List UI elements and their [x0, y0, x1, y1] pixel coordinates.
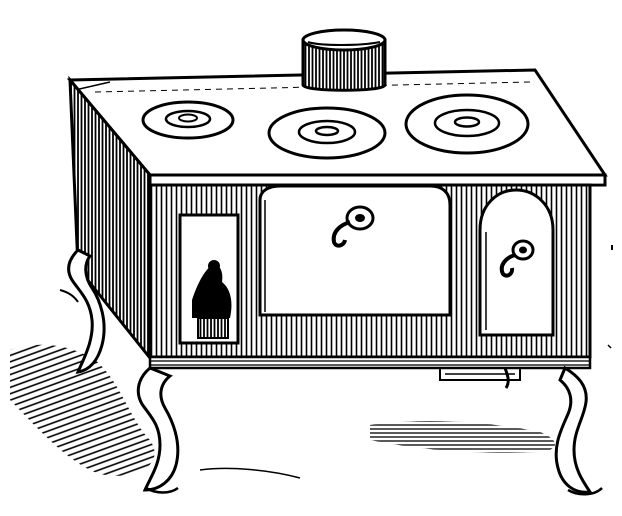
oven-door [258, 184, 452, 317]
burner-left [141, 100, 235, 140]
fire-door [178, 213, 240, 345]
leg-front-left [136, 366, 180, 494]
leg-back-right [503, 367, 510, 389]
oven-door-handle [331, 205, 375, 248]
leg-back-left [59, 248, 106, 374]
side-oven-door-handle [499, 239, 535, 278]
chimney-pipe [301, 28, 387, 92]
floor-shadow [10, 344, 555, 479]
bottom-rail [439, 368, 521, 381]
burner-middle [267, 106, 387, 160]
leg-front-right [554, 365, 603, 496]
ink-marks [607, 245, 613, 349]
side-oven-door [478, 188, 555, 337]
burner-right [404, 93, 530, 155]
